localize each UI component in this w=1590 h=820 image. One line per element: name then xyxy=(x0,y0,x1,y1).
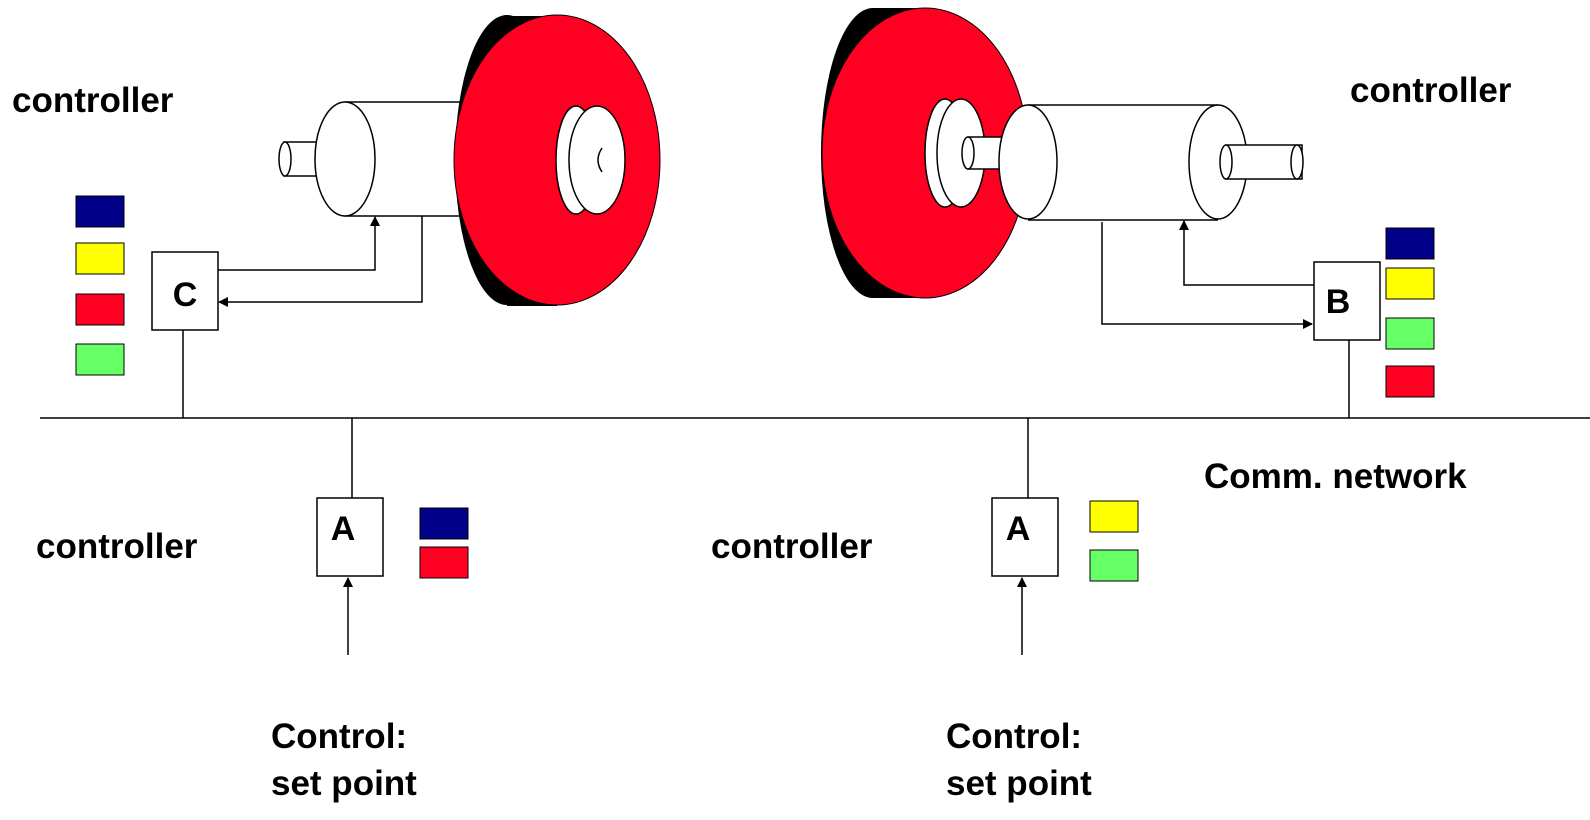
right-motor xyxy=(821,7,1304,299)
color-stack-c xyxy=(75,195,125,376)
color-stack-a-right xyxy=(1089,500,1139,582)
node-b: B xyxy=(1313,261,1381,341)
node-b-label: B xyxy=(1326,283,1351,321)
setpoint-right-line2: set point xyxy=(946,764,1092,803)
motor-to-c-arrow xyxy=(218,216,423,307)
yellow-swatch xyxy=(75,242,125,275)
node-a-left-label: A xyxy=(331,510,356,548)
controller-label-bottom-mid: controller xyxy=(711,527,873,566)
network-label: Comm. network xyxy=(1204,457,1467,496)
red-swatch xyxy=(1385,365,1435,398)
green-swatch xyxy=(1385,317,1435,350)
controller-label-bottom-left: controller xyxy=(36,527,198,566)
right-shaft xyxy=(1219,144,1304,180)
blue-swatch xyxy=(1385,227,1435,260)
red-swatch xyxy=(419,546,469,579)
controller-label-top-left: controller xyxy=(12,81,174,120)
node-a-right: A xyxy=(991,497,1059,577)
node-a-right-label: A xyxy=(1006,510,1031,548)
node-c: C xyxy=(151,251,219,331)
color-stack-b xyxy=(1385,227,1435,398)
b-to-motor-arrow xyxy=(1179,220,1314,286)
red-swatch xyxy=(75,293,125,326)
controller-label-top-right: controller xyxy=(1350,71,1512,110)
color-stack-a-left xyxy=(419,507,469,579)
left-motor-body xyxy=(314,101,470,217)
node-a-left: A xyxy=(316,497,384,577)
setpoint-left-line1: Control: xyxy=(271,717,407,756)
yellow-swatch xyxy=(1385,267,1435,300)
setpoint-right-line1: Control: xyxy=(946,717,1082,756)
motor-to-b-arrow xyxy=(1101,222,1313,329)
left-wheel xyxy=(453,14,661,306)
right-wheel xyxy=(821,7,1029,299)
c-to-motor-arrow xyxy=(218,216,380,271)
green-swatch xyxy=(1089,549,1139,582)
setpoint-left-line2: set point xyxy=(271,764,417,803)
yellow-swatch xyxy=(1089,500,1139,533)
left-motor xyxy=(278,14,661,306)
green-swatch xyxy=(75,343,125,376)
node-c-label: C xyxy=(173,276,198,314)
blue-swatch xyxy=(419,507,469,540)
right-motor-body xyxy=(998,104,1248,221)
blue-swatch xyxy=(75,195,125,228)
